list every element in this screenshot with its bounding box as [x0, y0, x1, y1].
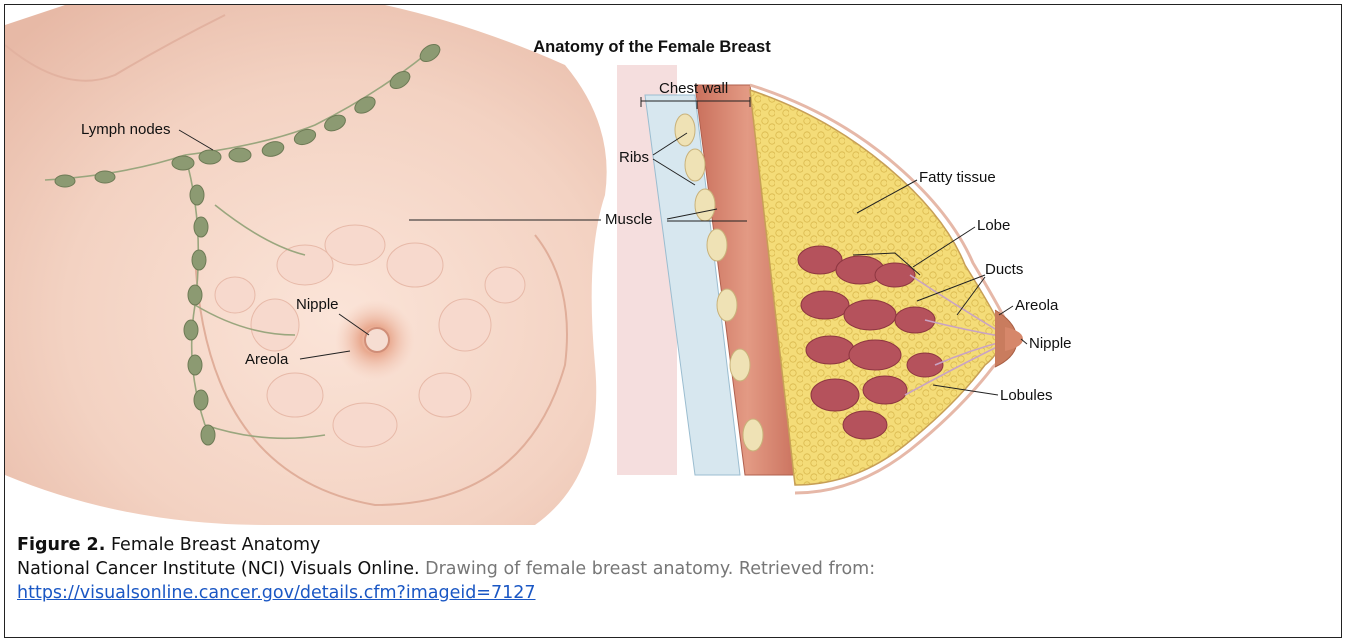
figure-title: Anatomy of the Female Breast	[533, 38, 771, 56]
caption-title-line: Figure 2. Female Breast Anatomy	[17, 533, 1327, 557]
label-front-areola: Areola	[245, 351, 289, 368]
figure-caption: Figure 2. Female Breast Anatomy National…	[17, 533, 1327, 605]
caption-source-line: National Cancer Institute (NCI) Visuals …	[17, 557, 1327, 581]
label-muscle: Muscle	[605, 211, 653, 228]
label-fatty-tissue: Fatty tissue	[919, 169, 996, 186]
side-view	[617, 65, 1023, 493]
figure-frame: Anatomy of the Female Breast Lymph nodes…	[4, 4, 1342, 638]
side-nipple	[1005, 327, 1023, 351]
label-ribs: Ribs	[619, 149, 649, 166]
front-view	[5, 5, 607, 525]
breast-anatomy-illustration: Anatomy of the Female Breast Lymph nodes…	[5, 5, 1341, 529]
label-ducts: Ducts	[985, 261, 1023, 278]
source-description: Drawing of female breast anatomy. Retrie…	[425, 559, 875, 579]
source-name: National Cancer Institute (NCI) Visuals …	[17, 559, 420, 579]
figure-number: Figure 2.	[17, 535, 105, 555]
label-side-areola: Areola	[1015, 297, 1059, 314]
figure-caption-title: Female Breast Anatomy	[111, 535, 320, 555]
label-lymph-nodes: Lymph nodes	[81, 121, 171, 138]
label-chest-wall: Chest wall	[659, 80, 728, 97]
label-front-nipple: Nipple	[296, 296, 339, 313]
label-side-nipple: Nipple	[1029, 335, 1072, 352]
source-link[interactable]: https://visualsonline.cancer.gov/details…	[17, 583, 536, 603]
label-lobules: Lobules	[1000, 387, 1053, 404]
front-nipple	[365, 328, 389, 352]
label-lobe: Lobe	[977, 217, 1010, 234]
caption-link-line: https://visualsonline.cancer.gov/details…	[17, 581, 1327, 605]
